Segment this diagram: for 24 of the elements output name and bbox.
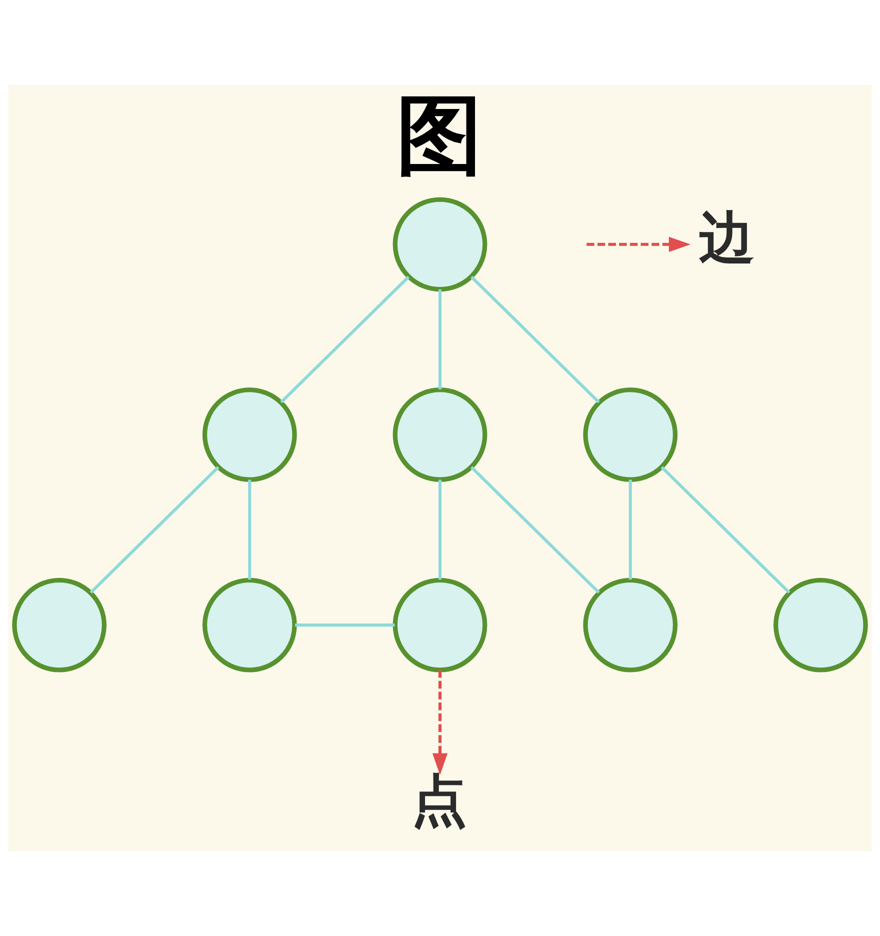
connector: [438, 480, 442, 580]
connector: [438, 289, 442, 390]
connector: [628, 480, 632, 580]
connector: [90, 466, 220, 594]
node-circle: [202, 388, 297, 482]
diagram-title: 图: [396, 86, 483, 186]
connector: [248, 480, 252, 580]
node-circle: [392, 197, 488, 292]
arrow: [432, 670, 448, 775]
connector: [470, 276, 600, 404]
node-circle: [773, 578, 868, 672]
connector: [470, 466, 600, 594]
node-circle: [392, 578, 488, 672]
node-circle: [583, 578, 678, 672]
connector: [295, 624, 395, 627]
node-circle: [12, 578, 107, 672]
node-circle: [392, 388, 488, 482]
connector: [280, 276, 410, 404]
node-circle: [202, 578, 297, 672]
node-text: 点: [411, 768, 468, 834]
node-text: 边: [699, 205, 756, 270]
node-circle: [583, 388, 678, 482]
arrow: [586, 236, 691, 252]
connector: [660, 466, 790, 594]
